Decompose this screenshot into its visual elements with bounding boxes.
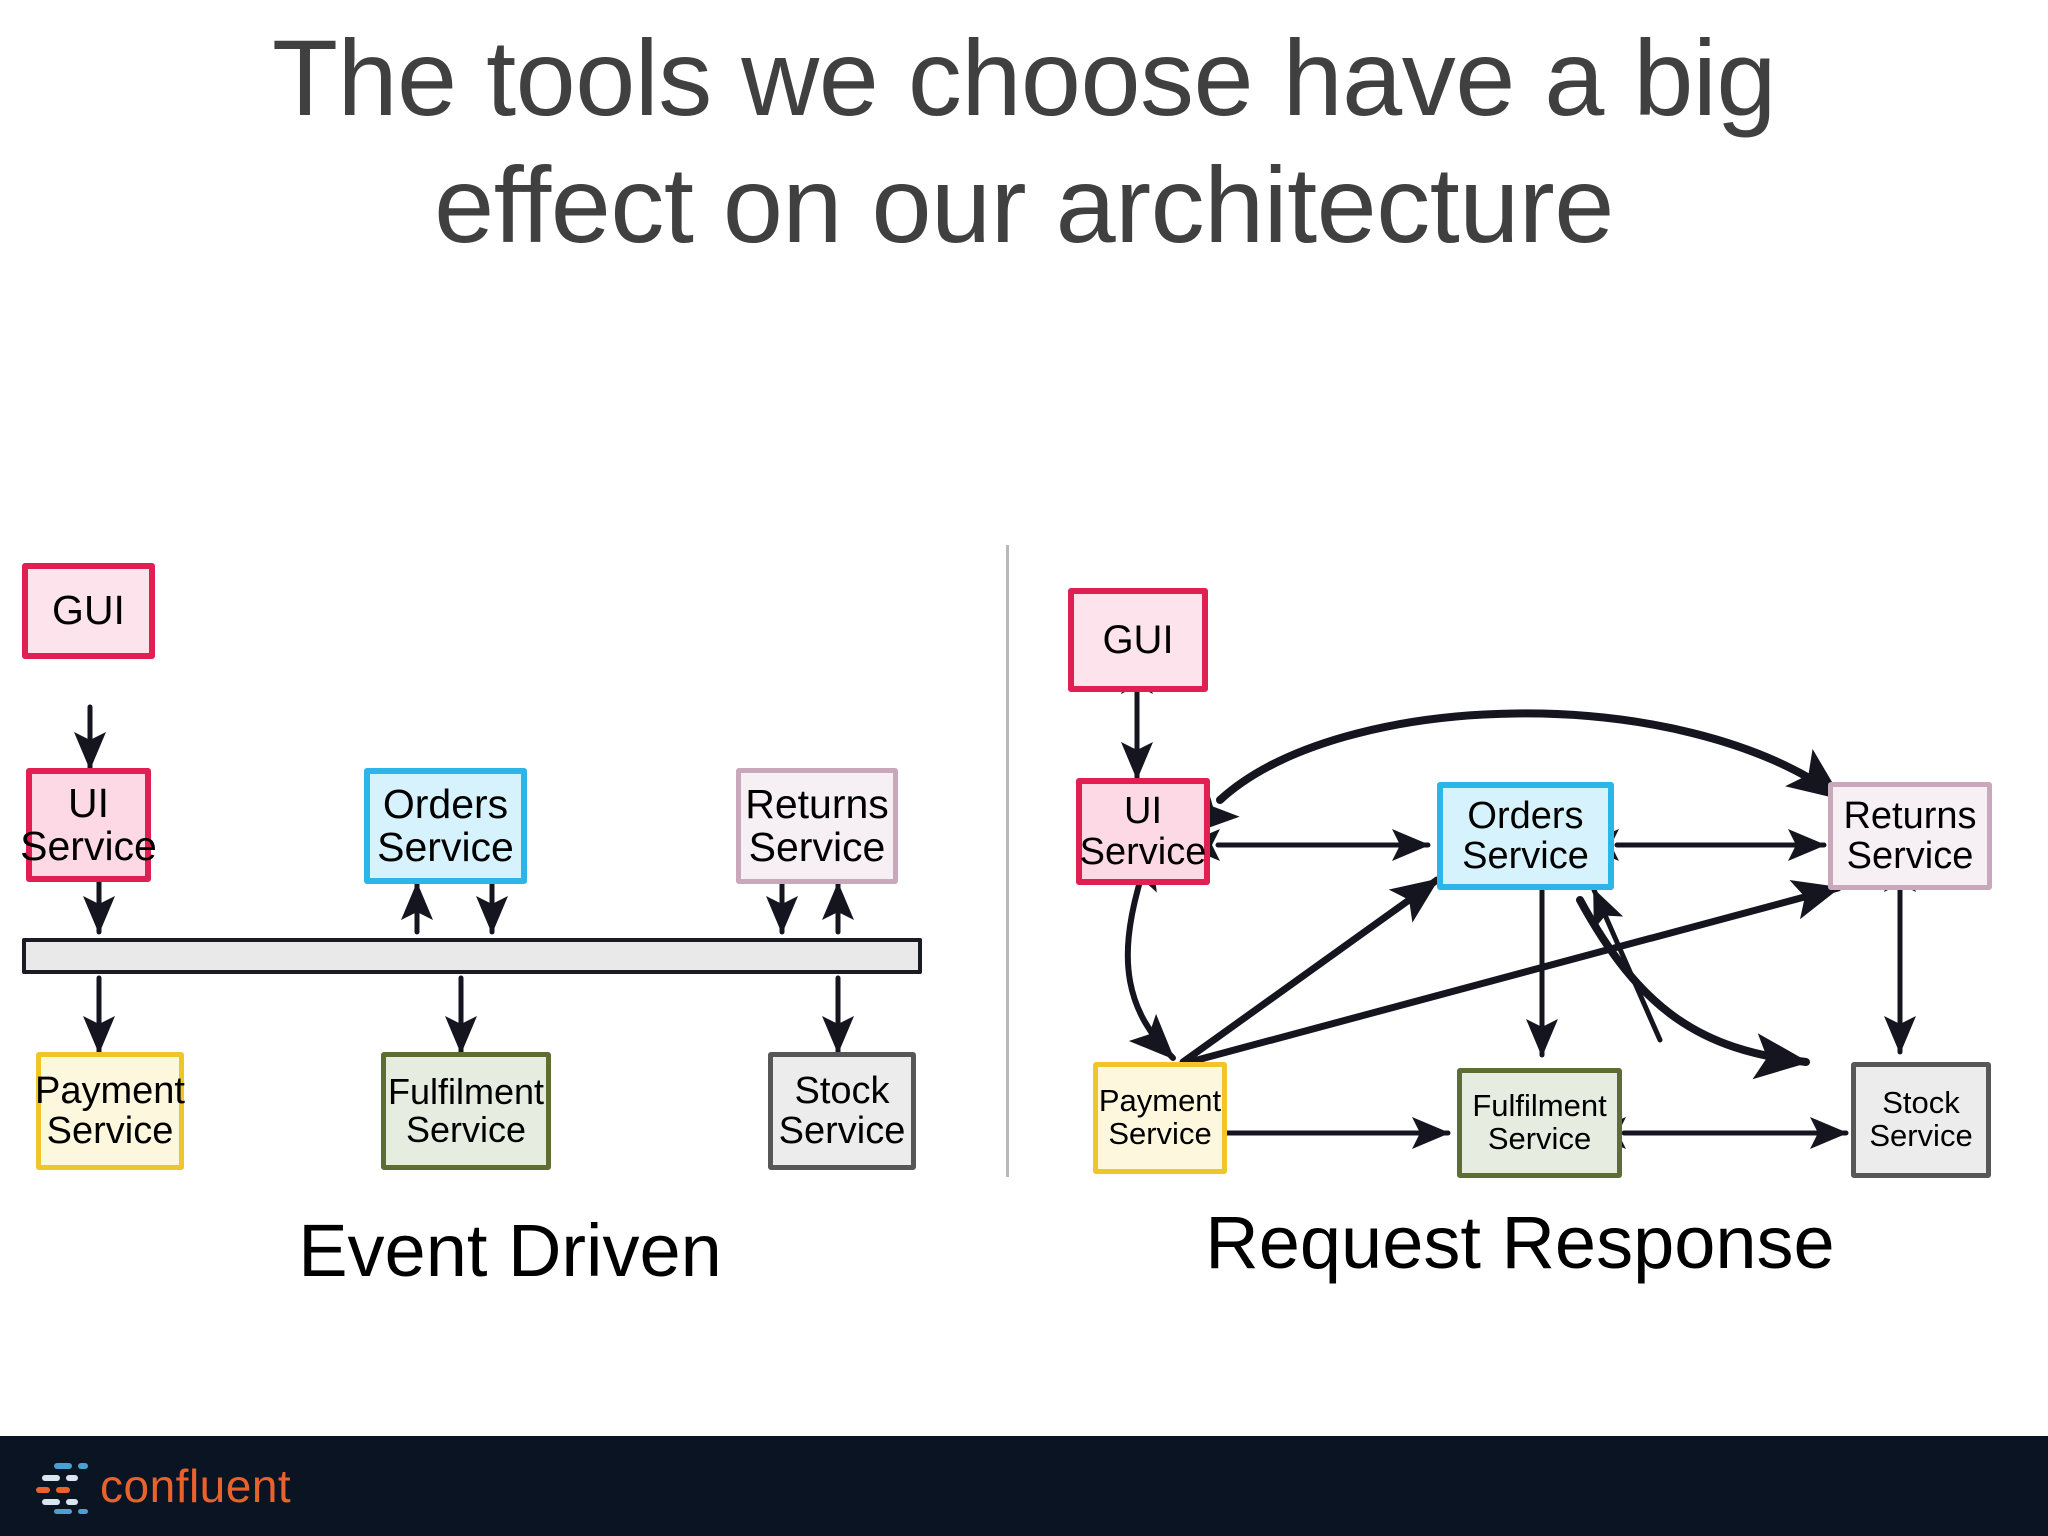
footer-bar — [0, 1436, 2048, 1536]
node-payment-service-request-response[interactable]: Payment Service — [1093, 1062, 1227, 1174]
node-label: Payment Service — [1098, 1083, 1222, 1151]
node-label: GUI — [52, 587, 125, 634]
connector-layer — [74, 656, 1917, 1150]
node-ui-service-event-driven[interactable]: UI Service — [20, 768, 157, 882]
node-payment-service-event-driven[interactable]: Payment Service — [35, 1052, 185, 1170]
edge-payment-to-returns — [1182, 880, 1842, 1067]
node-label: Orders Service — [377, 780, 514, 870]
node-label: Fulfilment Service — [387, 1070, 545, 1150]
node-label: UI Service — [1079, 790, 1207, 873]
node-label: Stock Service — [1869, 1085, 1973, 1153]
edge-orders-to-stock-curved — [1576, 896, 1810, 1080]
node-label: Orders Service — [1462, 794, 1589, 877]
request-response-connectors — [1119, 656, 1917, 1150]
node-label: Stock Service — [778, 1069, 906, 1152]
node-label: Returns Service — [1843, 794, 1977, 877]
node-gui-request-response[interactable]: GUI — [1068, 588, 1208, 692]
node-returns-service-event-driven[interactable]: Returns Service — [736, 768, 898, 884]
node-label: UI Service — [20, 779, 157, 869]
diagram-stage: GUI UI Service Orders Service Returns Se… — [20, 545, 1992, 1292]
caption-event-driven: Event Driven — [298, 1209, 722, 1292]
edge-payment-to-orders — [1179, 876, 1441, 1066]
confluent-logo: confluent — [34, 1458, 291, 1514]
confluent-bars-icon — [36, 1463, 88, 1514]
node-gui-event-driven[interactable]: GUI — [22, 563, 155, 659]
caption-request-response: Request Response — [1205, 1201, 1835, 1284]
panel-divider — [1006, 545, 1009, 1177]
event-driven-connectors — [74, 704, 855, 1055]
node-label: Payment Service — [35, 1069, 185, 1152]
node-fulfilment-service-event-driven[interactable]: Fulfilment Service — [381, 1052, 551, 1170]
node-ui-service-request-response[interactable]: UI Service — [1076, 778, 1210, 885]
event-bus-bar — [22, 938, 922, 974]
node-orders-service-request-response[interactable]: Orders Service — [1437, 782, 1614, 890]
edge-returns-to-ui-curved — [1177, 709, 1844, 839]
edge-ui-payment-bidirectional — [1119, 843, 1176, 1061]
node-stock-service-event-driven[interactable]: Stock Service — [768, 1052, 916, 1170]
node-fulfilment-service-request-response[interactable]: Fulfilment Service — [1457, 1068, 1622, 1178]
node-orders-service-event-driven[interactable]: Orders Service — [364, 768, 527, 884]
node-label: Returns Service — [745, 780, 889, 870]
confluent-wordmark: confluent — [100, 1460, 292, 1512]
node-label: GUI — [1102, 617, 1174, 662]
page-title: The tools we choose have a big effect on… — [272, 17, 1776, 266]
node-returns-service-request-response[interactable]: Returns Service — [1828, 782, 1992, 890]
node-label: Fulfilment Service — [1472, 1088, 1607, 1156]
node-stock-service-request-response[interactable]: Stock Service — [1851, 1062, 1991, 1178]
